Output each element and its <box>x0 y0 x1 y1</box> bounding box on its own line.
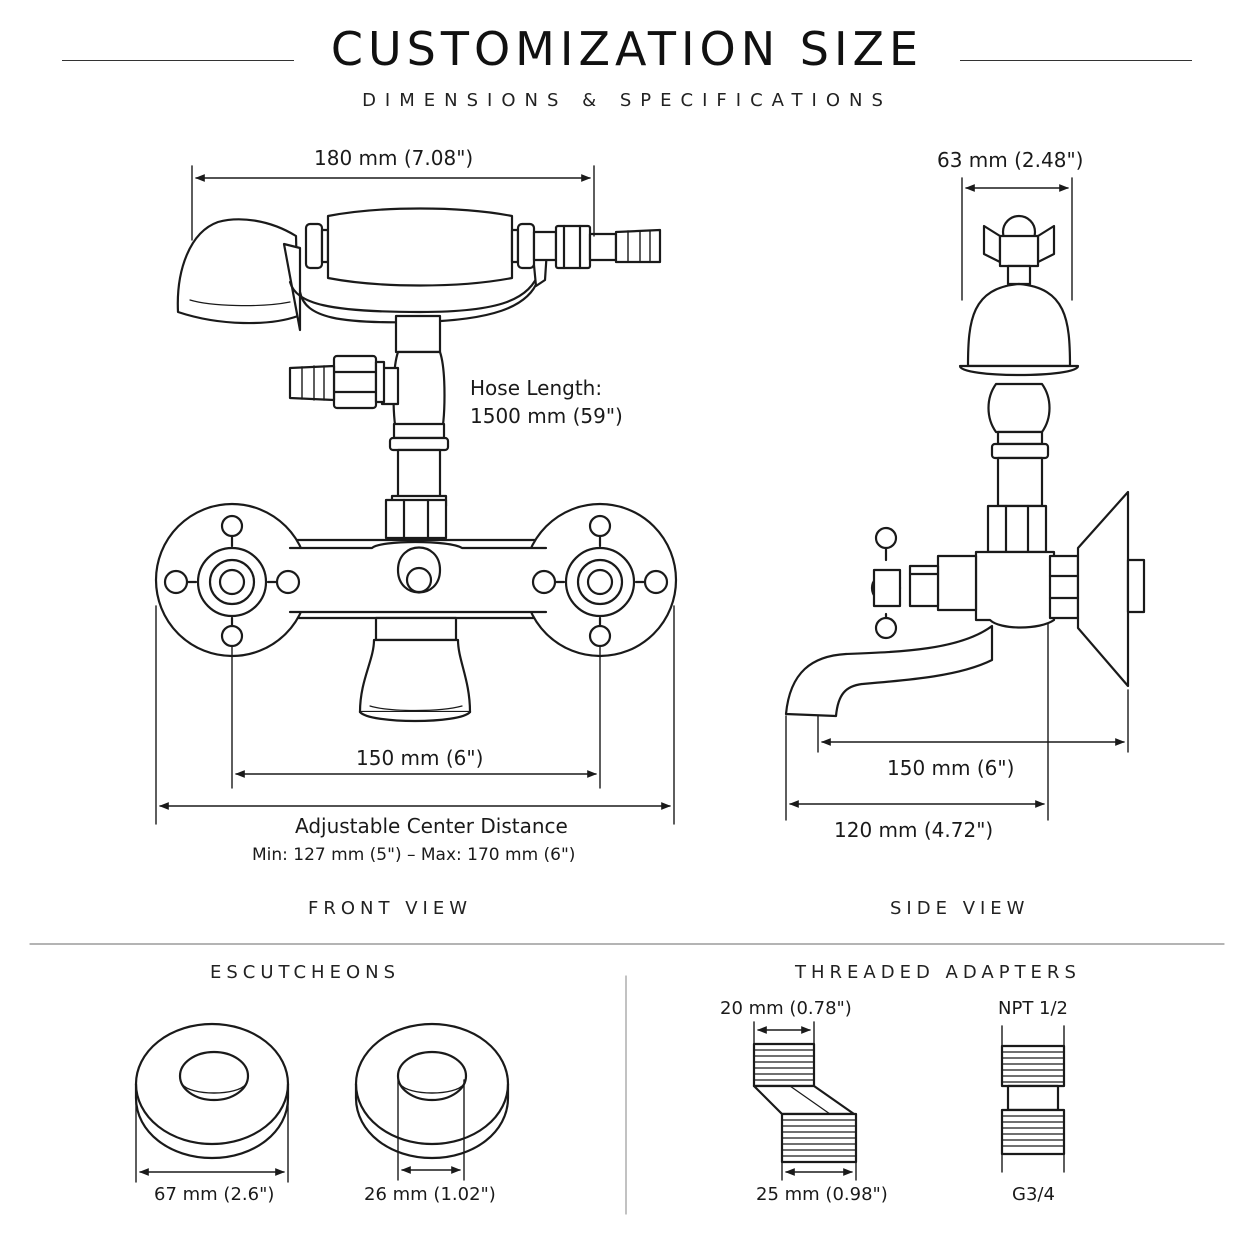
escutcheon-drawings <box>134 1022 510 1160</box>
hose-length-label: Hose Length: <box>470 376 603 400</box>
side-view-faucet <box>784 214 1146 718</box>
adapter-dimensions <box>753 1021 1065 1181</box>
front-view-dimensions <box>155 165 675 825</box>
center-distance-label: 150 mm (6") <box>356 746 484 770</box>
adjustable-range-label: Min: 127 mm (5") – Max: 170 mm (6") <box>252 845 576 865</box>
adapter-thread-bottom-label: G3/4 <box>1012 1184 1055 1205</box>
side-view-dimensions <box>785 177 1129 821</box>
handshower-width-label: 180 mm (7.08") <box>314 146 474 170</box>
adapter-drawings <box>752 1042 1066 1164</box>
front-view-caption: FRONT VIEW <box>308 898 473 919</box>
front-view-faucet <box>154 207 678 723</box>
page-title: CUSTOMIZATION SIZE <box>330 22 924 76</box>
escutcheon-dimensions <box>135 1079 465 1183</box>
adapter-offset-bottom-label: 25 mm (0.98") <box>756 1184 888 1205</box>
adjustable-center-label: Adjustable Center Distance <box>295 814 568 838</box>
side-view-caption: SIDE VIEW <box>890 898 1030 919</box>
header-rule-left <box>62 60 294 61</box>
escutcheon-outer-label: 67 mm (2.6") <box>154 1184 275 1205</box>
spout-reach-label: 120 mm (4.72") <box>834 818 994 842</box>
page-subtitle: DIMENSIONS & SPECIFICATIONS <box>362 90 892 111</box>
adapter-thread-top-label: NPT 1/2 <box>998 998 1069 1019</box>
escutcheons-heading: ESCUTCHEONS <box>210 962 401 983</box>
hose-length-value: 1500 mm (59") <box>470 404 623 428</box>
header-rule-right <box>960 60 1192 61</box>
adapters-heading: THREADED ADAPTERS <box>795 962 1081 983</box>
adapter-offset-top-label: 20 mm (0.78") <box>720 998 852 1019</box>
projection-label: 150 mm (6") <box>887 756 1015 780</box>
cradle-width-label: 63 mm (2.48") <box>937 148 1084 172</box>
escutcheon-inner-label: 26 mm (1.02") <box>364 1184 496 1205</box>
